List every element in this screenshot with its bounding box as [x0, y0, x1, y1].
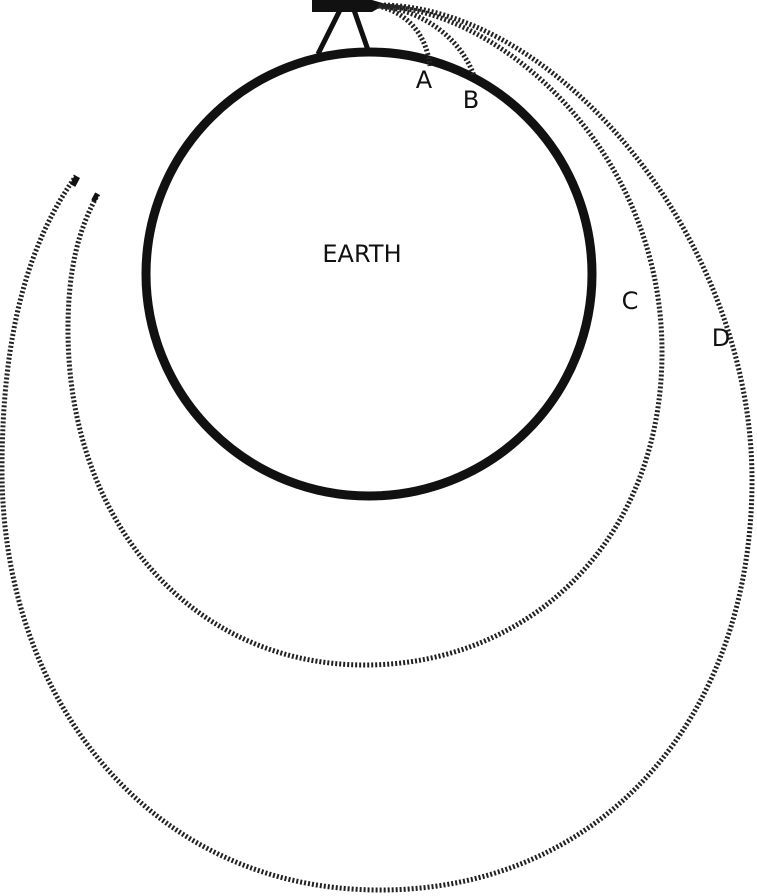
- earth-circle: [141, 47, 597, 501]
- trajectory-c-label: C: [622, 287, 639, 315]
- cannon-icon: [312, 0, 386, 12]
- mountain-right-leg: [351, 9, 371, 51]
- trajectory-b: [379, 3, 477, 77]
- trajectory-b-label: B: [463, 86, 479, 114]
- earth-label: EARTH: [322, 240, 401, 268]
- trajectory-d-end-mark: [70, 175, 80, 187]
- trajectory-c-end-mark: [91, 192, 100, 202]
- trajectory-a-label: A: [416, 66, 433, 94]
- trajectory-d-label: D: [712, 324, 730, 352]
- trajectory-c: [65, 3, 665, 668]
- mountain-left-leg: [315, 8, 343, 56]
